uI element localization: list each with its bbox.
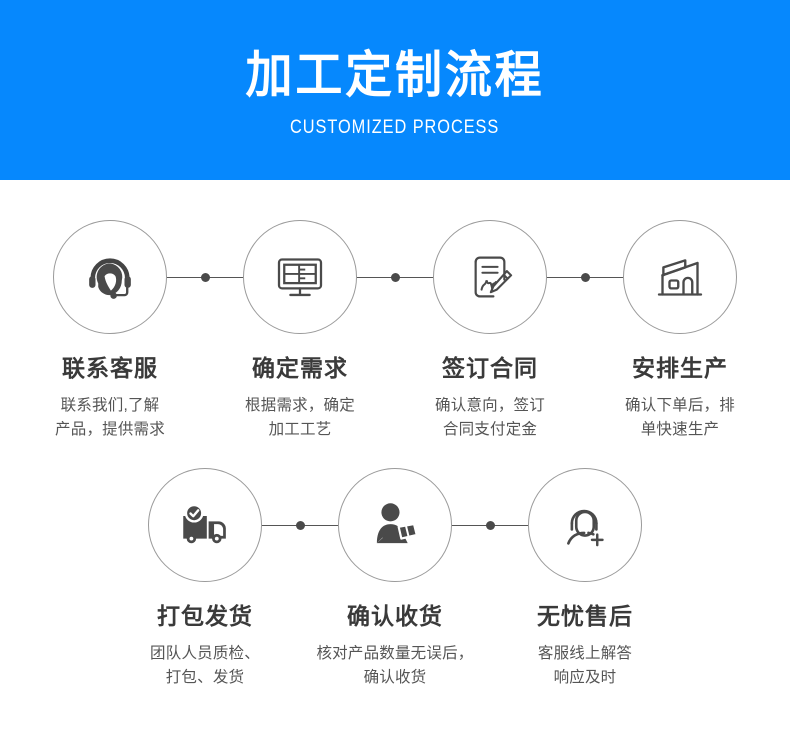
process-step-pack-and-ship[interactable]: 打包发货 团队人员质检、 打包、发货 bbox=[110, 468, 338, 690]
process-step-contact-service[interactable]: 联系客服 联系我们,了解 产品，提供需求 bbox=[15, 220, 243, 442]
process-row-1: 联系客服 联系我们,了解 产品，提供需求 bbox=[0, 220, 790, 442]
step-description: 联系我们,了解 产品，提供需求 bbox=[55, 397, 165, 439]
page-title: 加工定制流程 bbox=[245, 47, 545, 103]
step-description: 确认下单后，排 单快速生产 bbox=[625, 397, 735, 439]
process-step-arrange-production[interactable]: 安排生产 确认下单后，排 单快速生产 bbox=[585, 220, 775, 442]
step-icon-circle bbox=[148, 468, 262, 582]
step-title: 确定需求 bbox=[252, 355, 348, 381]
delivery-truck-check-icon bbox=[176, 496, 234, 554]
headset-support-icon bbox=[81, 248, 139, 306]
person-receiving-package-icon bbox=[366, 496, 424, 554]
step-icon-circle bbox=[433, 220, 547, 334]
step-title: 联系客服 bbox=[62, 355, 158, 381]
process-step-sign-contract[interactable]: 签订合同 确认意向，签订 合同支付定金 bbox=[395, 220, 623, 442]
connector-dot bbox=[295, 521, 305, 530]
step-title: 打包发货 bbox=[157, 603, 253, 629]
step-description: 根据需求，确定 加工工艺 bbox=[245, 397, 355, 439]
step-icon-circle bbox=[338, 468, 452, 582]
process-row-2: 打包发货 团队人员质检、 打包、发货 bbox=[0, 468, 790, 690]
process-step-confirm-requirements[interactable]: 确定需求 根据需求，确定 加工工艺 bbox=[205, 220, 433, 442]
step-icon-circle bbox=[243, 220, 357, 334]
step-connector bbox=[452, 521, 528, 530]
step-description: 团队人员质检、 打包、发货 bbox=[150, 645, 260, 687]
step-icon-circle bbox=[623, 220, 737, 334]
step-description: 核对产品数量无误后， 确认收货 bbox=[316, 645, 474, 687]
connector-dot bbox=[485, 521, 495, 530]
step-title: 安排生产 bbox=[632, 355, 728, 381]
connector-dot bbox=[390, 273, 400, 282]
step-title: 确认收货 bbox=[347, 603, 443, 629]
step-icon-circle bbox=[528, 468, 642, 582]
step-title: 签订合同 bbox=[442, 355, 538, 381]
connector-dot bbox=[200, 273, 210, 282]
step-connector bbox=[547, 273, 623, 282]
step-description: 确认意向，签订 合同支付定金 bbox=[435, 397, 545, 439]
monitor-blueprint-icon bbox=[272, 249, 328, 305]
page-header: 加工定制流程 CUSTOMIZED PROCESS bbox=[0, 0, 790, 180]
step-icon-circle bbox=[53, 220, 167, 334]
factory-building-icon bbox=[652, 249, 708, 305]
support-agent-plus-icon bbox=[557, 497, 613, 553]
step-connector bbox=[357, 273, 433, 282]
page-subtitle: CUSTOMIZED PROCESS bbox=[290, 117, 500, 138]
process-step-after-sales[interactable]: 无忧售后 客服线上解答 响应及时 bbox=[490, 468, 680, 690]
process-flow: 联系客服 联系我们,了解 产品，提供需求 bbox=[0, 180, 790, 739]
step-title: 无忧售后 bbox=[537, 603, 633, 629]
step-connector bbox=[262, 521, 338, 530]
step-description: 客服线上解答 响应及时 bbox=[537, 645, 633, 687]
connector-dot bbox=[580, 273, 590, 282]
step-connector bbox=[167, 273, 243, 282]
contract-signing-icon bbox=[463, 250, 517, 304]
process-step-confirm-receipt[interactable]: 确认收货 核对产品数量无误后， 确认收货 bbox=[300, 468, 528, 690]
